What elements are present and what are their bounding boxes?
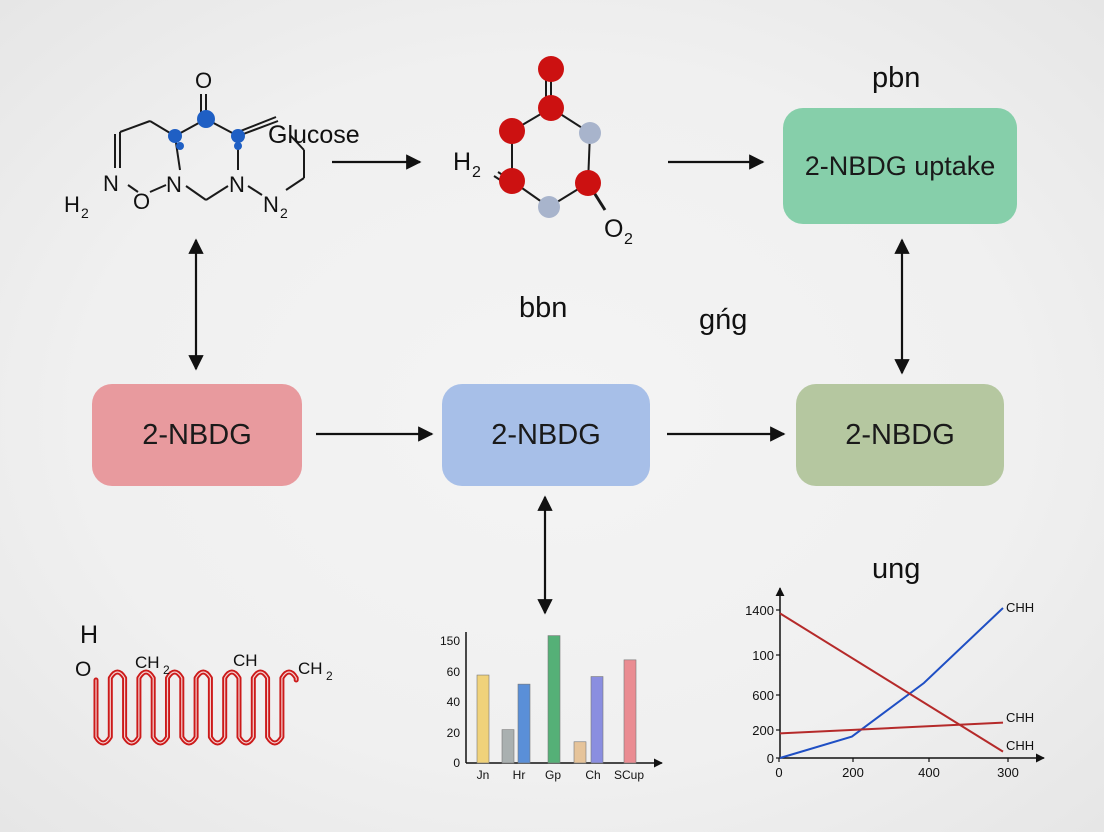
x-tick-label: Jn <box>477 768 490 782</box>
x-tick-label: 300 <box>997 765 1019 780</box>
atom-red <box>538 56 564 82</box>
series-label: CHH <box>1006 738 1034 753</box>
oxygen-label: O <box>195 68 212 93</box>
y-tick-label: 1400 <box>745 603 774 618</box>
line-chart-title: ung <box>872 553 921 585</box>
ch2-label: CH <box>135 653 160 672</box>
x-tick-label: Gp <box>545 768 561 782</box>
line-series <box>779 612 1004 753</box>
subscript: 2 <box>81 205 89 221</box>
bar <box>476 674 490 764</box>
oxygen-label: O <box>75 658 91 681</box>
label-pbn: pbn <box>872 62 921 94</box>
atom-red <box>575 170 601 196</box>
label-gng: gńg <box>699 304 748 336</box>
bar <box>623 659 637 764</box>
nitrogen-label: N <box>229 172 245 197</box>
y-tick-label: 0 <box>767 751 774 766</box>
line-series <box>779 721 1004 735</box>
atom-blue <box>168 129 182 143</box>
y-tick-label: 200 <box>752 723 774 738</box>
nitrogen-label: N <box>166 172 182 197</box>
line-series <box>779 607 1004 759</box>
y-tick-label: 150 <box>440 634 460 648</box>
bar <box>501 729 515 764</box>
ch-label: CH <box>233 651 258 670</box>
n2-label: N <box>263 192 279 217</box>
bar <box>517 683 531 764</box>
hydrogen-label: H <box>80 621 98 649</box>
bar <box>590 676 604 764</box>
atom-blue <box>176 142 184 150</box>
y-tick-label: 0 <box>453 756 460 770</box>
atom-blue <box>197 110 215 128</box>
box-label: 2-NBDG <box>142 418 252 451</box>
h2-label: H <box>64 192 80 217</box>
x-tick-label: 400 <box>918 765 940 780</box>
subscript: 2 <box>624 231 633 248</box>
box-label: 2-NBDG uptake <box>804 150 996 181</box>
x-tick-label: Hr <box>513 768 526 782</box>
x-tick-label: SCup <box>614 768 644 782</box>
bar <box>573 741 587 764</box>
atom-grey <box>579 122 601 144</box>
nitrogen-label: N <box>103 171 119 196</box>
subscript: 2 <box>326 669 333 683</box>
y-tick-label: 60 <box>447 665 461 679</box>
subscript: 2 <box>280 205 288 221</box>
label-bbn: bbn <box>519 292 568 324</box>
box-2nbdg-right: 2-NBDG <box>796 384 1004 486</box>
y-tick-label: 20 <box>447 726 461 740</box>
subscript: 2 <box>472 164 481 181</box>
line-chart: 0 200 600 100 1400 0 200 400 300 CHH CHH CHH <box>745 587 1045 780</box>
h2-label: H <box>453 148 471 176</box>
subscript: 2 <box>163 663 170 677</box>
box-2nbdg-center: 2-NBDG <box>442 384 650 486</box>
x-tick-label: 200 <box>842 765 864 780</box>
series-label: CHH <box>1006 600 1034 615</box>
bar <box>547 635 561 764</box>
box-2nbdg-uptake: 2-NBDG uptake <box>783 108 1017 224</box>
atom-blue <box>231 129 245 143</box>
atom-red <box>499 168 525 194</box>
polymer-chain <box>93 669 299 746</box>
atom-red <box>538 95 564 121</box>
atom-grey <box>538 196 560 218</box>
box-2nbdg-left: 2-NBDG <box>92 384 302 486</box>
oxygen-label: O <box>133 189 150 214</box>
o2-label: O <box>604 215 623 243</box>
atom-blue <box>234 142 242 150</box>
glucose-label: Glucose <box>268 121 360 149</box>
y-tick-label: 600 <box>752 688 774 703</box>
box-label: 2-NBDG <box>491 418 601 451</box>
ch2-label: CH <box>298 659 323 678</box>
x-tick-label: Ch <box>585 768 600 782</box>
x-tick-label: 0 <box>775 765 782 780</box>
series-label: CHH <box>1006 710 1034 725</box>
y-tick-label: 40 <box>447 695 461 709</box>
atom-red <box>499 118 525 144</box>
box-label: 2-NBDG <box>845 418 955 451</box>
y-tick-label: 100 <box>752 648 774 663</box>
